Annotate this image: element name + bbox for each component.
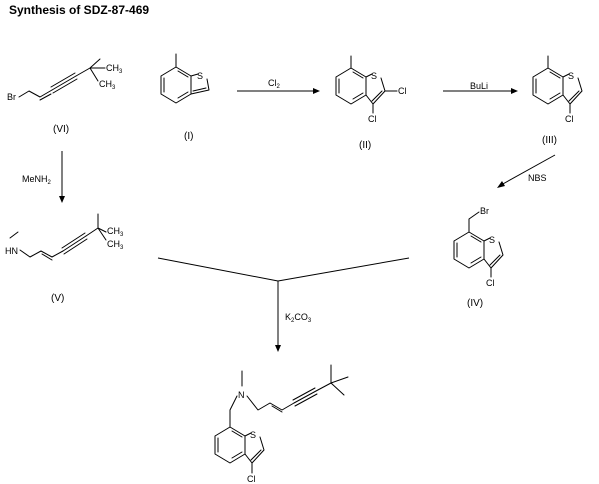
compound-label-iii: (III)	[542, 135, 557, 146]
compound-vi: Br CH3 CH3 (VI)	[7, 58, 123, 135]
chlorine-atom-3: Cl	[247, 474, 256, 484]
chlorine-atom-3: Cl	[565, 114, 574, 124]
compound-label-v: (V)	[51, 293, 64, 304]
sulfur-atom: S	[371, 71, 377, 81]
methyl-label-b: CH3	[99, 79, 116, 91]
reagent-chlorine: Cl2	[268, 78, 281, 90]
sulfur-atom: S	[568, 71, 574, 81]
n-benzyl-bonds	[229, 395, 238, 428]
alkyne-triple-bond	[51, 75, 77, 91]
benzene-ring	[335, 67, 367, 105]
thiophene-ring	[190, 73, 210, 95]
compound-i: S (I)	[160, 53, 210, 142]
scheme-title: Synthesis of SDZ-87-469	[9, 3, 149, 17]
n-alkyl-alkene-bonds	[246, 395, 295, 411]
thiophene-ring	[483, 237, 504, 269]
sulfur-atom: S	[489, 235, 495, 245]
arrow-ii-to-iii: BuLi	[443, 81, 518, 94]
compound-v: HN CH3 CH3 (V)	[5, 213, 124, 304]
reagent-potassium-carbonate: K2CO3	[285, 312, 312, 324]
compound-label-i: (I)	[184, 131, 193, 142]
tert-butyl-bonds	[315, 364, 349, 396]
compound-ii: S Cl Cl (II)	[335, 55, 407, 151]
benzene-ring	[160, 66, 192, 104]
tert-butyl-bonds	[75, 58, 106, 82]
chlorine-atom-3: Cl	[486, 278, 495, 288]
compound-iv: S Br Cl (IV)	[453, 206, 504, 309]
sulfur-atom: S	[197, 71, 203, 81]
thiophene-ring	[244, 432, 265, 464]
bromomethyl-bonds	[468, 211, 480, 233]
thiophene-ring	[365, 73, 386, 105]
alkene-double-bond	[39, 93, 52, 101]
nitrogen-atom: HN	[5, 246, 18, 256]
reagent-nbs: NBS	[528, 173, 547, 183]
arrow-iii-to-iv: NBS	[497, 154, 556, 188]
thiophene-ring	[562, 73, 583, 105]
tert-butyl-bonds	[85, 213, 107, 241]
product-sdz-87-469: N S Cl	[214, 364, 349, 484]
benzene-ring	[532, 67, 564, 105]
compound-label-vi: (VI)	[53, 124, 69, 135]
alkyl-alkene-bonds	[19, 249, 64, 258]
reagent-methylamine: MeNH2	[22, 174, 52, 186]
bromine-atom: Br	[480, 206, 489, 216]
benzene-ring	[214, 426, 246, 464]
alkene-double-bond	[271, 405, 283, 413]
methyl-label-a: CH3	[106, 63, 123, 75]
methyl-label-a: CH3	[107, 226, 124, 238]
alkyne-triple-bond	[62, 235, 87, 252]
alkyl-alkene-bonds	[18, 89, 53, 98]
bromine-atom: Br	[7, 92, 16, 102]
chlorine-atom-2: Cl	[398, 86, 407, 96]
reagent-butyllithium: BuLi	[470, 81, 488, 91]
arrow-vi-to-v: MeNH2	[22, 151, 65, 203]
compound-label-ii: (II)	[359, 140, 371, 151]
n-methyl-bond	[9, 231, 19, 239]
chlorine-atom-3: Cl	[368, 114, 377, 124]
methyl-label-b: CH3	[107, 239, 124, 251]
compound-label-iv: (IV)	[467, 298, 483, 309]
alkyne-triple-bond	[293, 390, 317, 404]
sulfur-atom: S	[250, 430, 256, 440]
convergent-arrow: K2CO3	[157, 257, 410, 352]
benzene-ring	[453, 231, 485, 269]
compound-iii: S Cl (III)	[532, 55, 583, 146]
alkene-double-bond	[41, 253, 53, 261]
nitrogen-atom: N	[238, 390, 245, 400]
arrow-i-to-ii: Cl2	[237, 78, 320, 94]
